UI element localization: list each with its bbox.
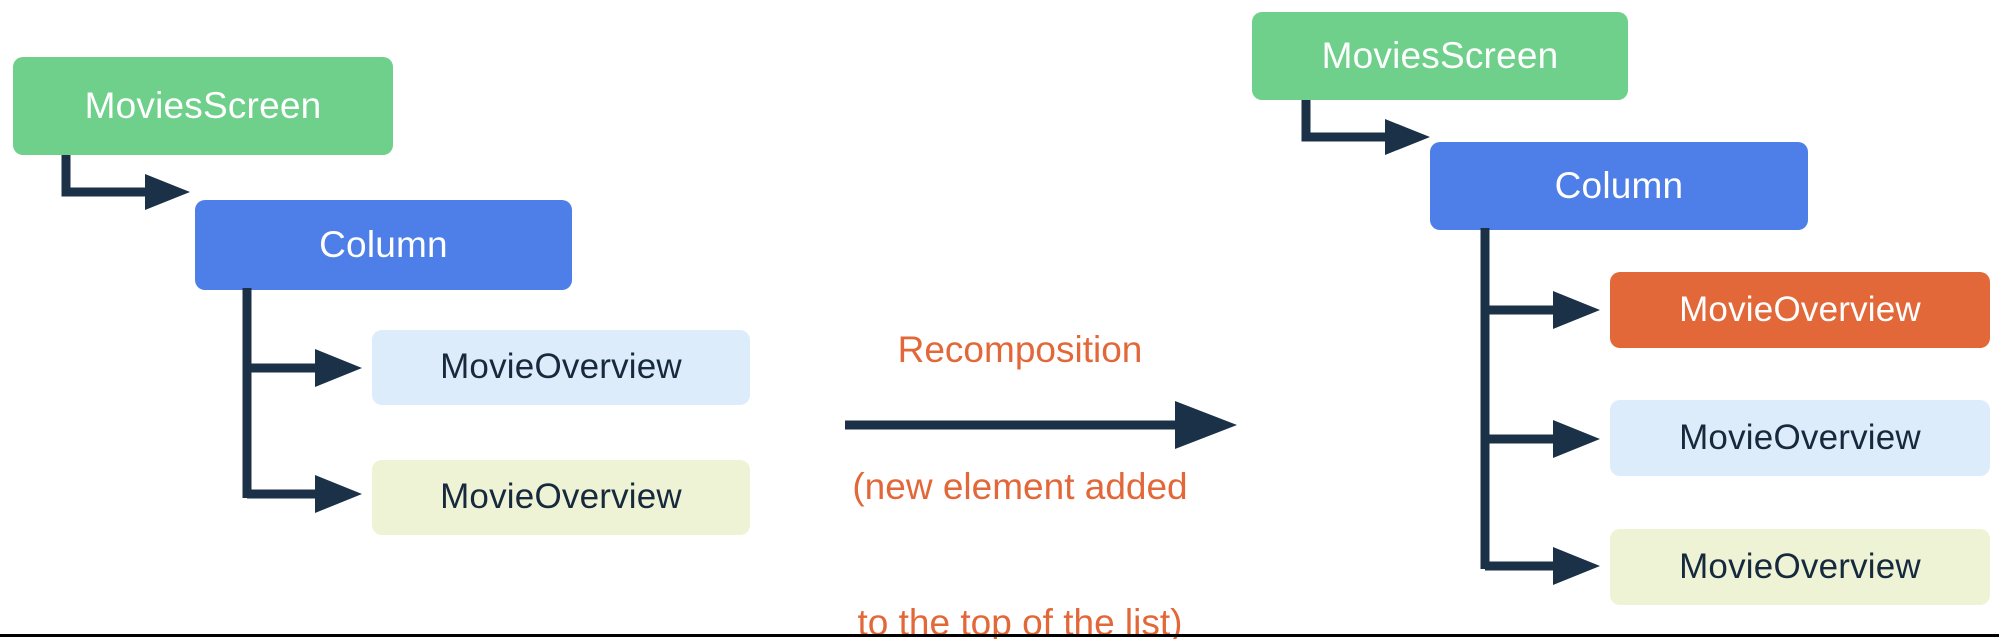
- node-label: MovieOverview: [440, 477, 682, 517]
- node-label: MovieOverview: [1679, 417, 1921, 457]
- node-before-movie-overview-2[interactable]: MovieOverview: [372, 460, 750, 535]
- recomposition-caption-line-2: (new element added: [852, 465, 1188, 507]
- node-label: MovieOverview: [1679, 546, 1921, 586]
- connector-left-root-to-column: [61, 152, 190, 210]
- recomposition-caption: Recomposition (new element added to the …: [810, 236, 1230, 639]
- node-label: MovieOverview: [440, 347, 682, 387]
- node-after-movie-overview-2[interactable]: MovieOverview: [1610, 400, 1990, 476]
- node-after-column[interactable]: Column: [1430, 142, 1808, 230]
- node-before-movies-screen[interactable]: MoviesScreen: [13, 57, 393, 155]
- node-after-movie-overview-1[interactable]: MovieOverview: [1610, 272, 1990, 348]
- node-label: Column: [1554, 164, 1684, 206]
- node-before-column[interactable]: Column: [195, 200, 572, 290]
- node-label: MoviesScreen: [84, 84, 322, 126]
- node-before-movie-overview-1[interactable]: MovieOverview: [372, 330, 750, 405]
- node-after-movies-screen[interactable]: MoviesScreen: [1252, 12, 1628, 100]
- bottom-divider: [0, 634, 1999, 637]
- recomposition-caption-line-3: to the top of the list): [857, 602, 1183, 639]
- connector-right-root-to-column: [1301, 97, 1430, 155]
- node-label: MovieOverview: [1679, 289, 1921, 329]
- node-after-movie-overview-3[interactable]: MovieOverview: [1610, 529, 1990, 605]
- node-label: MoviesScreen: [1321, 34, 1559, 76]
- node-label: Column: [319, 223, 448, 265]
- recomposition-caption-line-1: Recomposition: [897, 329, 1143, 370]
